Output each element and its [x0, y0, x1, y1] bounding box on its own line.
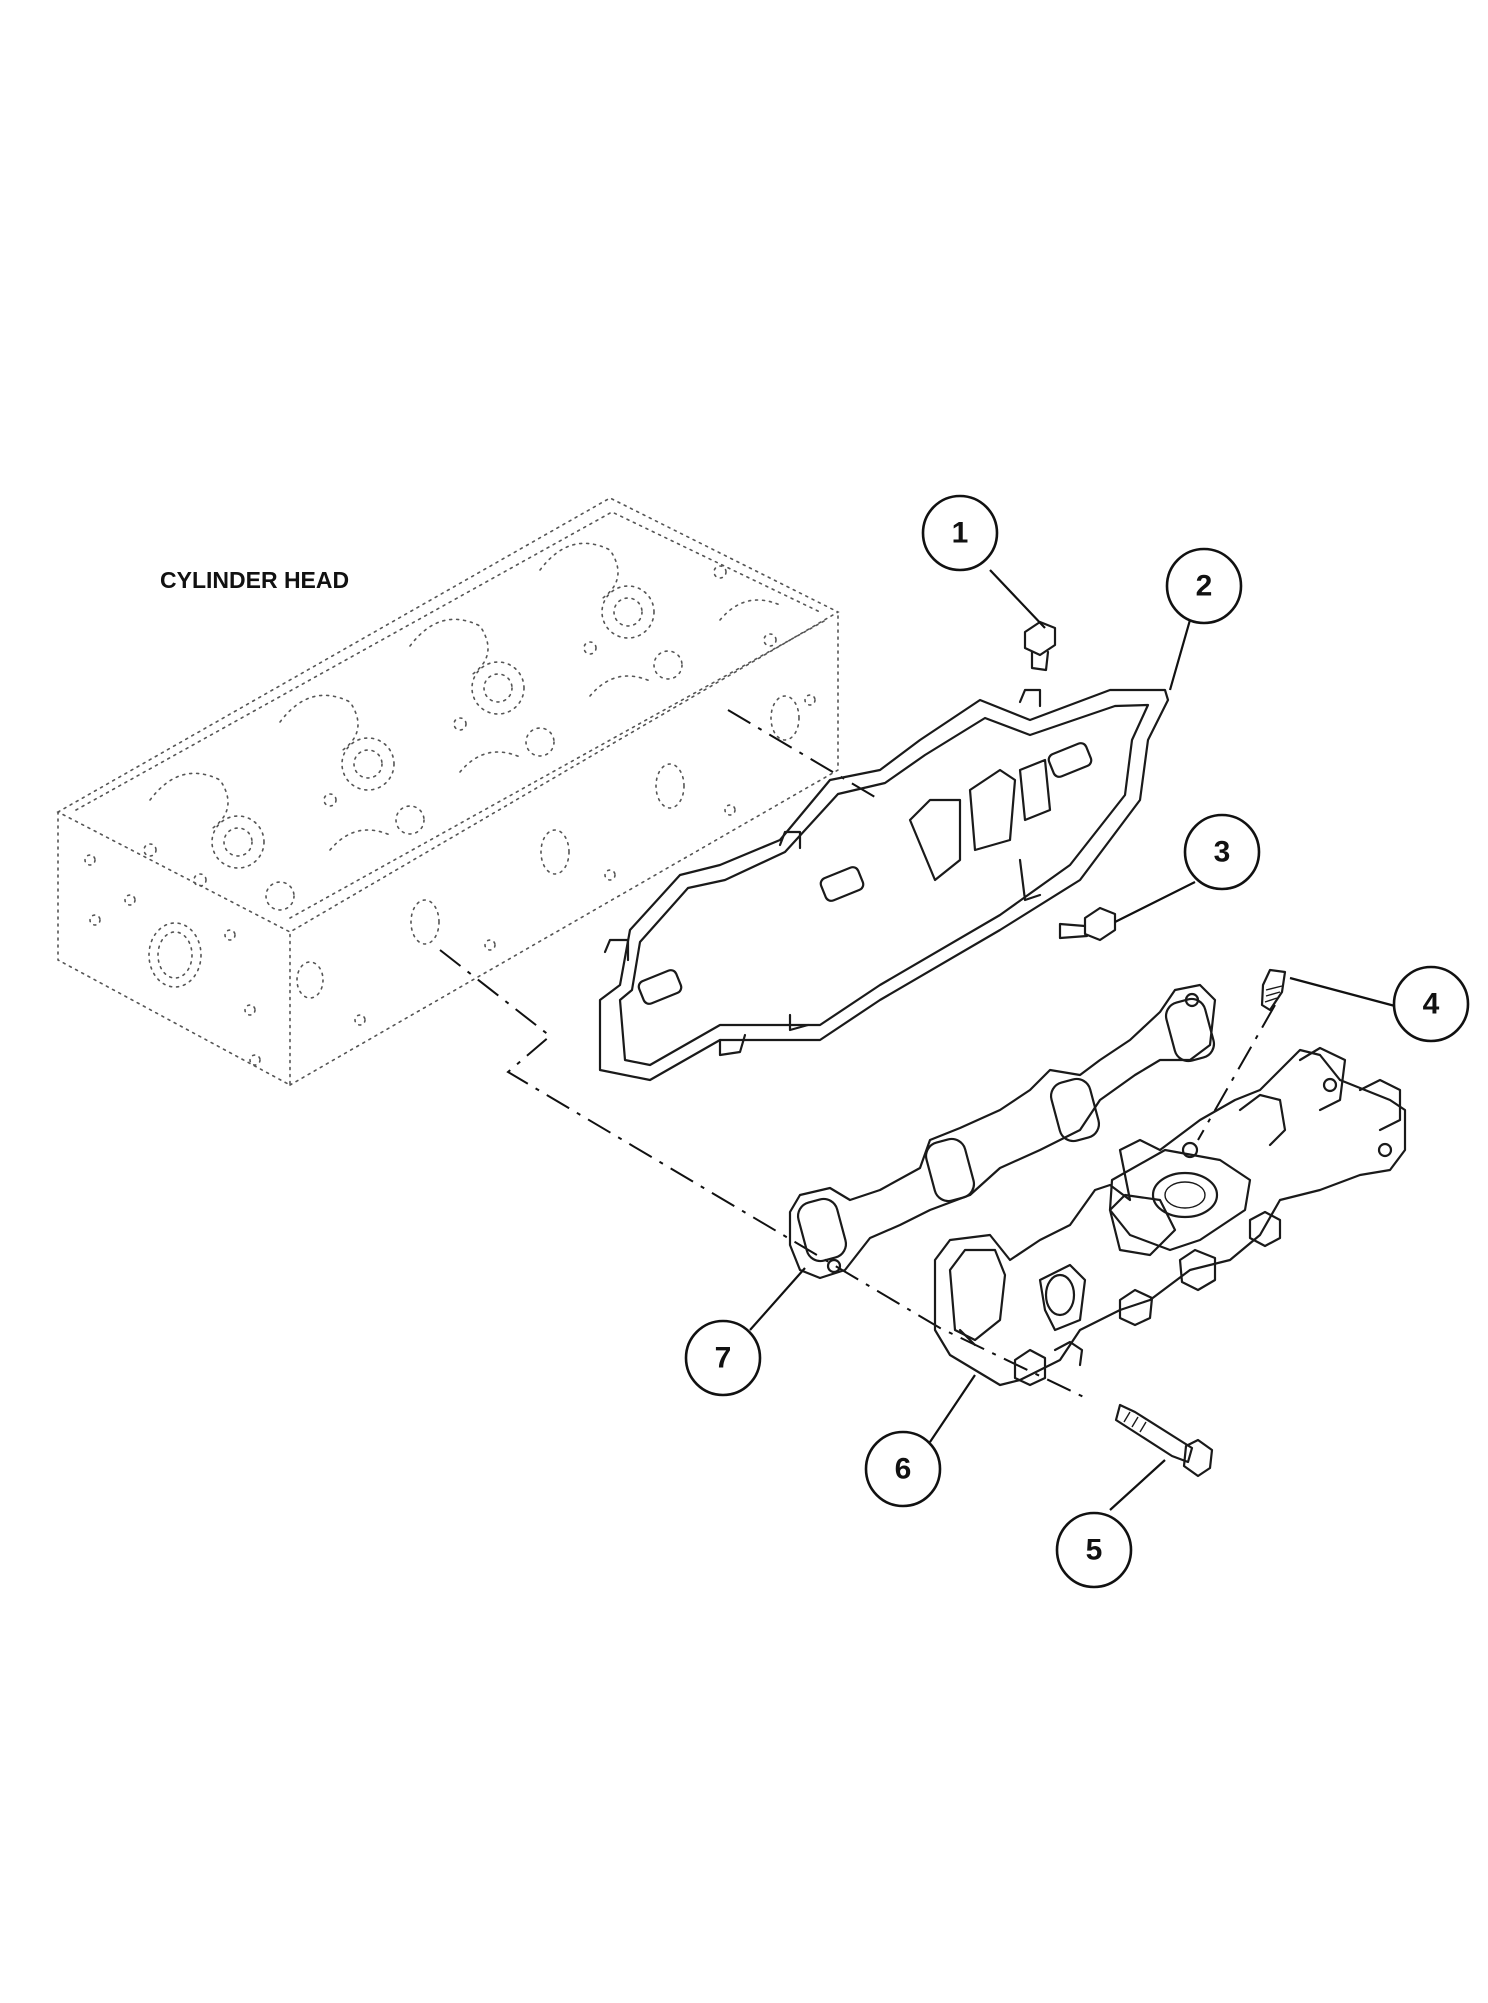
- cylinder-head-drawing: [56, 497, 840, 1087]
- stud-4-drawing: [1260, 968, 1287, 1012]
- callout-5: 5: [1055, 1511, 1133, 1589]
- bolt-5-drawing: [1114, 1403, 1214, 1478]
- cylinder-head-label: CYLINDER HEAD: [160, 567, 349, 593]
- bolt-1-drawing: [1023, 620, 1057, 672]
- svg-text:4: 4: [1423, 988, 1440, 1021]
- heat-shield-drawing: [598, 688, 1170, 1082]
- callout-2: 2: [1165, 547, 1243, 625]
- svg-text:5: 5: [1086, 1534, 1103, 1567]
- svg-text:2: 2: [1196, 570, 1213, 603]
- callout-4: 4: [1392, 965, 1470, 1043]
- svg-text:6: 6: [895, 1453, 912, 1486]
- svg-text:3: 3: [1214, 836, 1231, 869]
- alignment-centerlines: [439, 709, 1276, 1401]
- bolt-3-drawing: [1058, 906, 1117, 942]
- callout-3: 3: [1183, 813, 1261, 891]
- exhaust-manifold-drawing: [933, 1046, 1407, 1387]
- gasket-7-drawing: [788, 983, 1217, 1280]
- callout-6: 6: [864, 1430, 942, 1508]
- callout-7: 7: [684, 1319, 762, 1397]
- svg-text:7: 7: [715, 1342, 732, 1375]
- callout-1: 1: [921, 494, 999, 572]
- leader-lines: [749, 569, 1396, 1511]
- svg-text:1: 1: [952, 517, 969, 550]
